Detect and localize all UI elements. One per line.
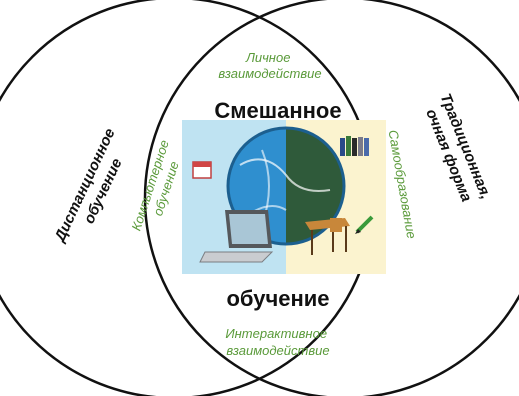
- calendar-icon: [192, 161, 212, 179]
- binders-icon: [340, 136, 369, 156]
- left-circle-label: Дистанционное обучение: [51, 122, 138, 254]
- pencil-icon: [355, 215, 374, 234]
- left-inner-label: Компьютерное обучение: [128, 135, 188, 238]
- bottom-label: Интерактивное взаимодействие: [225, 326, 330, 358]
- left-circle: [143, 0, 519, 396]
- laptop-icon: [199, 210, 274, 263]
- center-title-bottom: обучение: [226, 286, 329, 311]
- center-title-top: Смешанное: [214, 98, 341, 123]
- center-illustration: [182, 120, 386, 274]
- right-inner-label: Самообразование: [385, 129, 419, 240]
- top-label: Личное взаимодействие: [218, 50, 321, 81]
- right-circle-label: Традиционная, очная форма: [419, 91, 496, 212]
- school-desk-icon: [305, 218, 350, 255]
